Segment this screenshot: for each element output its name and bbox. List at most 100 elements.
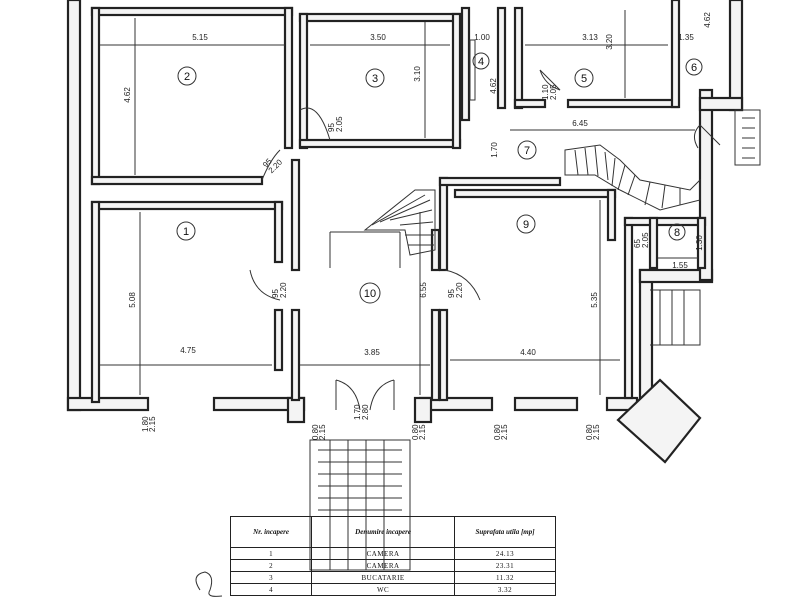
table-row: 1 CAMERA 24.13 <box>229 547 556 560</box>
door-label-room2: 95 2.20 <box>261 156 284 175</box>
svg-text:95: 95 <box>447 289 456 298</box>
room-marker-8 <box>668 223 686 241</box>
room-marker-3 <box>365 68 385 88</box>
room-marker-1 <box>176 221 196 241</box>
svg-text:2.20: 2.20 <box>279 282 288 298</box>
dim-room5-height: 3.20 <box>605 34 614 50</box>
cell-nr: 2 <box>229 559 313 572</box>
header-room-number: Nr. incapere <box>229 516 313 548</box>
svg-text:2.15: 2.15 <box>148 416 157 432</box>
svg-text:65: 65 <box>633 239 642 248</box>
dim-room10-width: 3.85 <box>364 348 380 357</box>
cell-nr: 3 <box>229 571 313 584</box>
cell-area: 3.32 <box>454 583 556 596</box>
room-number-6: 6 <box>691 62 697 74</box>
room-number-7: 7 <box>524 145 530 157</box>
door-label-entrance: 1.70 2.80 <box>353 404 370 420</box>
room-number-9: 9 <box>523 219 529 231</box>
room-number-8: 8 <box>674 227 680 239</box>
window-label-5: 0.80 2.15 <box>585 424 601 440</box>
svg-text:2.05: 2.05 <box>335 116 344 132</box>
dim-room4-height: 4.62 <box>489 78 498 94</box>
dim-room10-height: 6.55 <box>419 282 428 298</box>
dim-room6-width: 1.35 <box>678 33 694 42</box>
cell-name: WC <box>311 583 456 596</box>
svg-text:1.10: 1.10 <box>541 84 550 100</box>
cell-name: CAMERA <box>311 559 456 572</box>
cell-nr: 4 <box>229 583 313 596</box>
table-row: 3 BUCATARIE 11.32 <box>229 571 556 584</box>
outer-walls <box>66 0 744 424</box>
table-row: 4 WC 3.32 <box>229 583 556 596</box>
dim-room8-width: 1.55 <box>672 261 688 270</box>
room-marker-7 <box>517 140 537 160</box>
svg-text:0.80: 0.80 <box>411 424 420 440</box>
staircase <box>309 109 761 571</box>
handwritten-mark <box>195 571 223 597</box>
svg-text:1.80: 1.80 <box>141 416 150 432</box>
svg-text:2.15: 2.15 <box>592 424 601 440</box>
dim-room4-width: 1.00 <box>474 33 490 42</box>
table-row: 2 CAMERA 23.31 <box>229 559 556 572</box>
room-number-5: 5 <box>581 73 587 85</box>
dim-room3-width: 3.50 <box>370 33 386 42</box>
svg-text:0.80: 0.80 <box>585 424 594 440</box>
room-schedule-table: Nr. incapere Denumire incapere Suprafata… <box>229 516 556 596</box>
svg-text:2.05: 2.05 <box>641 232 650 248</box>
door-label-room5: 1.10 2.05 <box>541 84 558 100</box>
dim-room5-width: 3.13 <box>582 33 598 42</box>
dim-room2-height: 4.62 <box>123 87 132 103</box>
door-label-room1: 95 2.20 <box>271 282 288 298</box>
cell-area: 24.13 <box>454 547 556 560</box>
svg-text:2.15: 2.15 <box>318 424 327 440</box>
room-number-4: 4 <box>478 56 484 68</box>
room-number-3: 3 <box>372 73 378 85</box>
cell-area: 11.32 <box>454 571 556 584</box>
door-label-room8: 65 2.05 <box>633 232 650 248</box>
svg-text:95: 95 <box>271 289 280 298</box>
svg-text:2.20: 2.20 <box>455 282 464 298</box>
svg-text:2.15: 2.15 <box>500 424 509 440</box>
dim-room6-height: 4.62 <box>703 12 712 28</box>
room-marker-10 <box>359 282 381 304</box>
room-marker-9 <box>516 214 536 234</box>
table-header-row: Nr. incapere Denumire incapere Suprafata… <box>229 516 556 548</box>
room-number-2: 2 <box>184 71 190 83</box>
cell-name: CAMERA <box>311 547 456 560</box>
dim-room9-height: 5.35 <box>590 292 599 308</box>
cell-nr: 1 <box>229 547 313 560</box>
room-markers <box>176 52 703 304</box>
room-marker-6 <box>685 58 703 76</box>
room-marker-4 <box>472 52 490 70</box>
room-number-1: 1 <box>183 226 189 238</box>
svg-text:0.80: 0.80 <box>493 424 502 440</box>
inner-walls <box>90 0 707 404</box>
dim-room8-height: 1.30 <box>695 235 704 251</box>
dim-room9-width: 4.40 <box>520 348 536 357</box>
svg-text:0.80: 0.80 <box>311 424 320 440</box>
svg-text:2.80: 2.80 <box>361 404 370 420</box>
dim-room7-height: 1.70 <box>490 142 499 158</box>
door-swings <box>249 39 721 411</box>
cell-area: 23.31 <box>454 559 556 572</box>
dimension-lines <box>100 10 698 395</box>
header-room-name: Denumire incapere <box>311 516 456 548</box>
cell-name: BUCATARIE <box>311 571 456 584</box>
svg-text:2.05: 2.05 <box>549 84 558 100</box>
header-usable-area: Suprafata utila [mp] <box>454 516 556 548</box>
window-label-3: 0.80 2.15 <box>411 424 427 440</box>
window-label-2: 0.80 2.15 <box>311 424 327 440</box>
room-marker-2 <box>177 66 197 86</box>
room-marker-5 <box>574 68 594 88</box>
dim-room2-width: 5.15 <box>192 33 208 42</box>
window-label-1: 1.80 2.15 <box>141 416 157 432</box>
window-label-4: 0.80 2.15 <box>493 424 509 440</box>
dim-room7-width: 6.45 <box>572 119 588 128</box>
svg-text:2.15: 2.15 <box>418 424 427 440</box>
room-number-10: 10 <box>364 288 376 300</box>
dim-room1-height: 5.08 <box>128 292 137 308</box>
door-label-room9: 95 2.20 <box>447 282 464 298</box>
dim-room3-height: 3.10 <box>413 66 422 82</box>
